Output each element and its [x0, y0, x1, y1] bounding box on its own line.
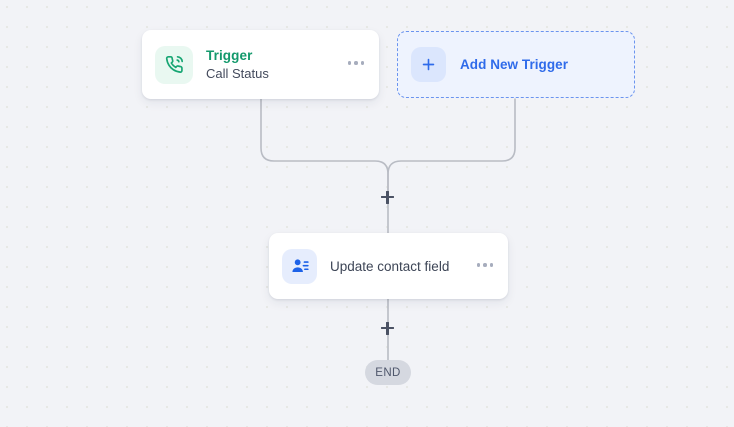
contact-card-icon [282, 248, 317, 284]
update-contact-field-more-options-icon[interactable] [476, 263, 493, 267]
trigger-labels: Trigger Call Status [206, 48, 269, 82]
workflow-node-update-contact-field[interactable]: Update contact field [269, 233, 508, 299]
add-step-plus-icon-upper[interactable] [381, 191, 394, 204]
workflow-node-add-new-trigger[interactable]: Add New Trigger [397, 31, 635, 98]
end-label: END [375, 366, 401, 379]
add-step-plus-icon-lower[interactable] [381, 322, 394, 335]
workflow-node-end: END [365, 360, 411, 385]
edge-trigger-to-merge [260, 98, 389, 193]
trigger-more-options-icon[interactable] [347, 61, 364, 65]
add-new-trigger-label: Add New Trigger [460, 57, 569, 72]
update-contact-field-label: Update contact field [330, 258, 450, 274]
plus-icon [411, 47, 446, 82]
trigger-title: Trigger [206, 47, 253, 63]
edge-add-trigger-to-merge [387, 98, 516, 193]
workflow-node-trigger[interactable]: Trigger Call Status [142, 30, 379, 99]
trigger-subtitle: Call Status [206, 65, 269, 81]
phone-call-icon [155, 45, 193, 84]
